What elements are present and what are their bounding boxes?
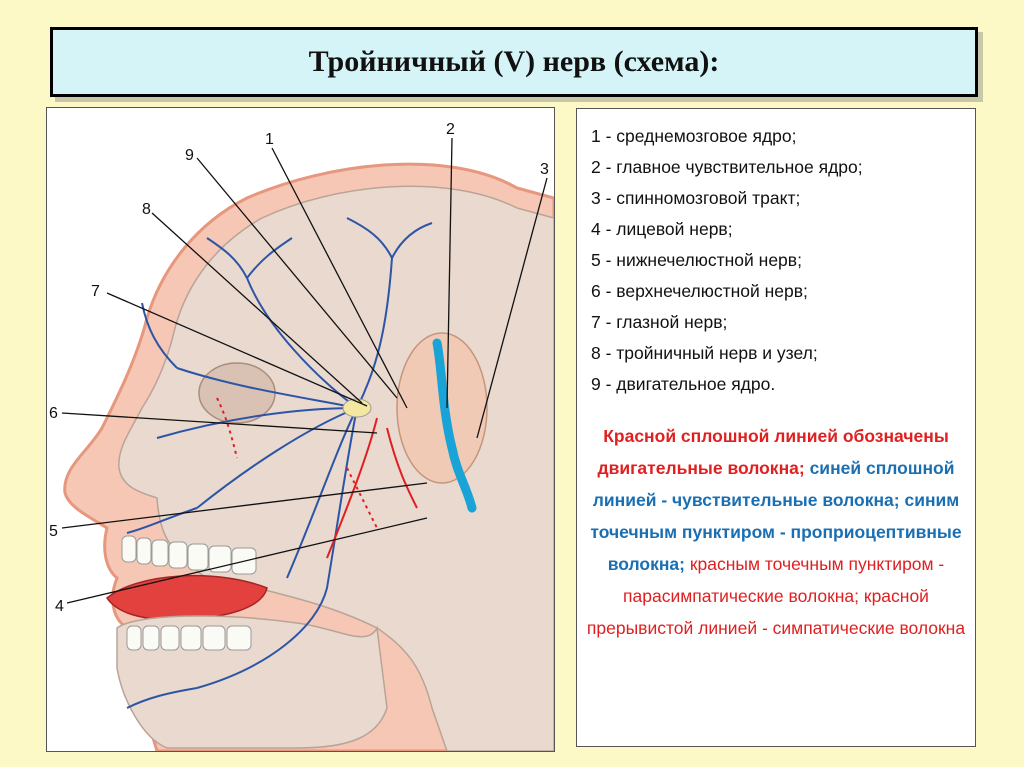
legend-item: 6 - верхнечелюстной нерв; <box>591 281 808 301</box>
legend-item: 3 - спинномозговой тракт; <box>591 188 801 208</box>
note-proprio: синим точечным пунктиром - проприоцептив… <box>590 490 962 574</box>
callout-numbers: 1 2 3 4 5 6 7 8 9 <box>49 121 549 615</box>
note-sym: красной прерывистой линией - симпатическ… <box>586 586 966 638</box>
callout-5: 5 <box>49 523 58 540</box>
lower-teeth <box>126 625 252 651</box>
note-motor: Красной сплошной линией обозначены двига… <box>597 426 949 478</box>
callout-6: 6 <box>49 405 58 422</box>
upper-teeth <box>121 535 257 575</box>
fiber-legend-note: Красной сплошной линией обозначены двига… <box>585 420 967 644</box>
legend-list: 1 - среднемозговое ядро; 2 - главное чув… <box>577 109 975 400</box>
legend-item: 4 - лицевой нерв; <box>591 219 733 239</box>
callout-7: 7 <box>91 283 100 300</box>
legend-item: 1 - среднемозговое ядро; <box>591 126 797 146</box>
legend-item: 9 - двигательное ядро. <box>591 374 776 394</box>
legend-item: 2 - главное чувствительное ядро; <box>591 157 863 177</box>
callout-3: 3 <box>540 161 549 178</box>
callout-lines <box>61 137 548 604</box>
head-illustration: 1 2 3 4 5 6 7 8 9 <box>49 121 554 751</box>
legend-panel: 1 - среднемозговое ядро; 2 - главное чув… <box>576 108 976 747</box>
anatomy-figure: 1 2 3 4 5 6 7 8 9 <box>46 107 555 752</box>
parasympathetic-fibers <box>216 397 378 529</box>
callout-2: 2 <box>446 121 455 138</box>
page-title: Тройничный (V) нерв (схема): <box>308 45 720 78</box>
legend-item: 7 - глазной нерв; <box>591 312 728 332</box>
callout-8: 8 <box>142 201 151 218</box>
note-sensory: синей сплошной линией - чувствительные в… <box>592 458 955 510</box>
tongue <box>106 574 268 621</box>
note-parasym: красным точечным пунктиром - парасимпати… <box>623 554 945 606</box>
sensory-nerve-branches <box>126 217 433 709</box>
legend-item: 5 - нижнечелюстной нерв; <box>591 250 802 270</box>
callout-1: 1 <box>265 131 274 148</box>
brainstem-tract <box>432 338 477 513</box>
title-banner: Тройничный (V) нерв (схема): <box>50 27 978 97</box>
callout-9: 9 <box>185 147 194 164</box>
skull <box>118 185 554 751</box>
legend-item: 8 - тройничный нерв и узел; <box>591 343 818 363</box>
callout-4: 4 <box>55 598 64 615</box>
